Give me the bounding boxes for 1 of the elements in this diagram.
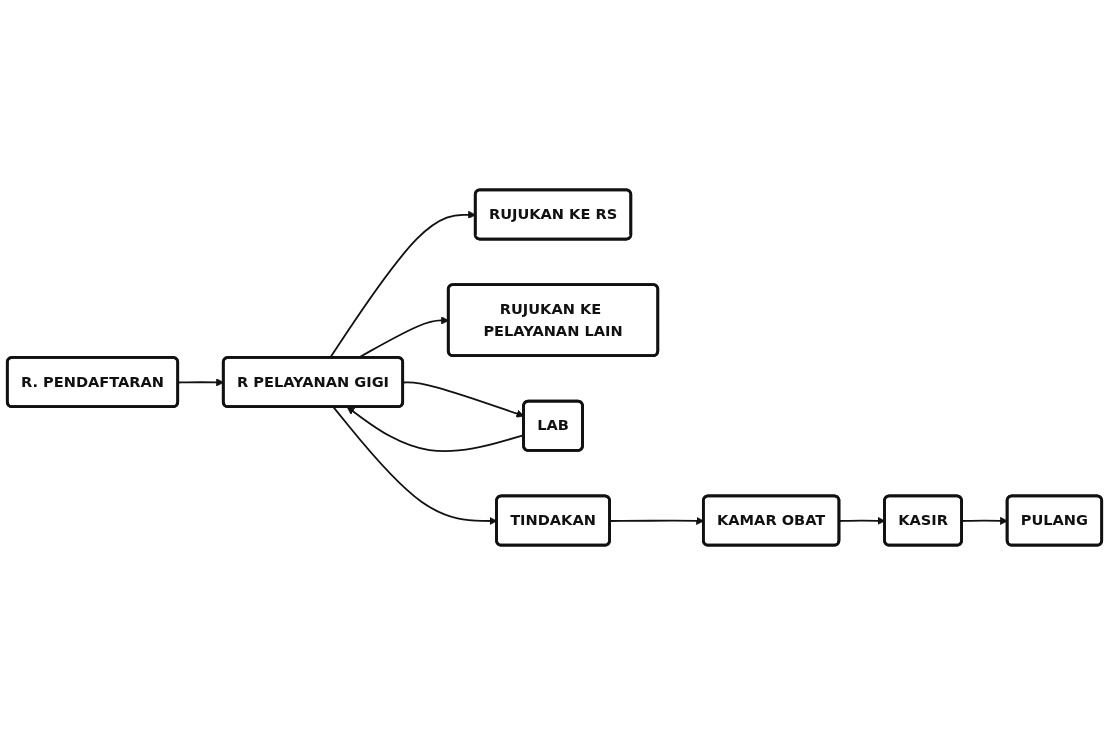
- arrow: [961, 516, 1008, 525]
